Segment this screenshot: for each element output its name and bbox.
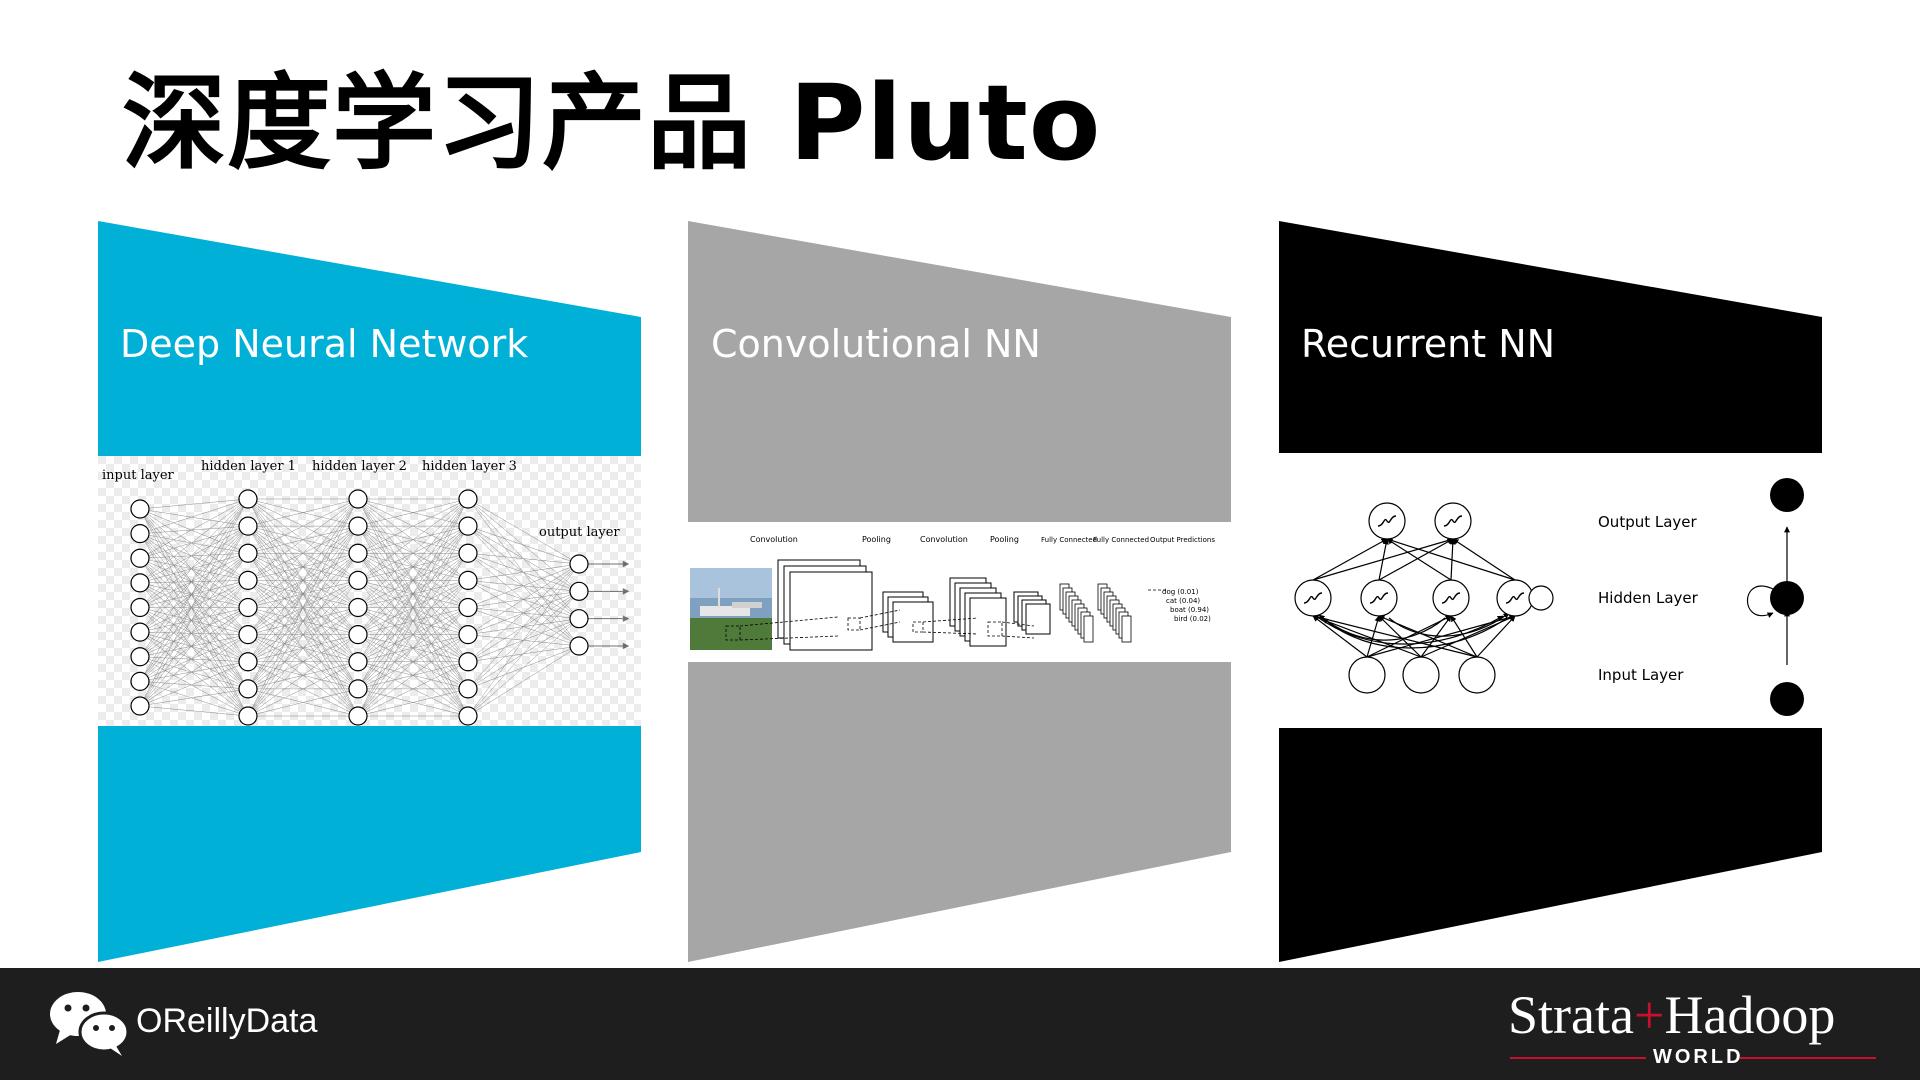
dnn-panel-title: Deep Neural Network [120,322,529,366]
cnn-pred-cat: cat (0.04) [1166,597,1200,605]
cnn-label-conv-1: Convolution [750,535,798,544]
dnn-node [238,652,258,672]
footer-bar: OReillyData Strata+Hadoop WORLD [0,968,1920,1080]
dnn-node [458,597,478,618]
dnn-node [130,573,150,593]
dnn-node [130,597,150,618]
rnn-input-node [1458,656,1496,694]
dnn-node [458,543,478,563]
cnn-label-pool-2: Pooling [990,535,1019,544]
dnn-node [458,489,478,509]
rnn-label-output: Output Layer [1598,513,1698,531]
dnn-node [348,597,368,618]
cnn-label-conv-2: Convolution [920,535,968,544]
cnn-pred-boat: boat (0.94) [1170,606,1209,614]
rnn-label-input: Input Layer [1598,666,1684,684]
rnn-input-node [1348,656,1386,694]
dnn-label-hidden-2: hidden layer 2 [312,459,407,474]
dnn-node [238,706,258,726]
dnn-node [569,554,589,574]
dnn-node [130,696,150,716]
dnn-node [238,489,258,509]
dnn-node [458,679,478,699]
cnn-label-fc-2: Fully Connected [1093,536,1149,544]
strata-hadoop-logo: Strata+Hadoop WORLD [1508,984,1888,1070]
dnn-node [130,548,150,568]
dnn-node [458,516,478,536]
dnn-node [348,516,368,536]
dnn-node [348,652,368,672]
dnn-node [348,625,368,645]
dnn-node [348,489,368,509]
rnn-input-node [1402,656,1440,694]
rnn-diagram: Output Layer Hidden Layer Input Layer [1279,453,1822,728]
dnn-node [238,679,258,699]
dnn-node [569,581,589,601]
dnn-node [348,543,368,563]
dnn-node [130,671,150,691]
cnn-label-fc-1: Fully Connected [1041,536,1097,544]
dnn-node [569,609,589,629]
dnn-node [238,625,258,645]
dnn-node [458,652,478,672]
cnn-label-output: Output Predictions [1150,536,1215,544]
dnn-node [458,706,478,726]
dnn-label-hidden-3: hidden layer 3 [422,459,517,474]
dnn-node [458,570,478,590]
boat-photo [690,568,772,650]
rnn-folded-diagram [1746,478,1804,716]
dnn-node [238,597,258,618]
dnn-node [130,647,150,667]
dnn-node [238,516,258,536]
dnn-diagram: input layer hidden layer 1 hidden layer … [98,456,641,726]
dnn-label-output: output layer [539,525,620,540]
wechat-account-label: OReillyData [136,1002,318,1040]
rnn-panel-title: Recurrent NN [1301,322,1556,366]
dnn-node [238,570,258,590]
dnn-node [348,706,368,726]
rnn-hidden-node [1528,585,1554,611]
logo-strata-text: Strata [1508,985,1634,1045]
dnn-node [130,524,150,544]
cnn-label-pool-1: Pooling [862,535,891,544]
wechat-icon [50,992,130,1056]
logo-hadoop-text: Hadoop [1664,985,1836,1045]
logo-world-text: WORLD [1653,1046,1744,1068]
dnn-node [569,636,589,656]
dnn-node [238,543,258,563]
cnn-panel-title: Convolutional NN [711,322,1041,366]
dnn-label-input: input layer [102,468,175,483]
dnn-node [130,622,150,642]
dnn-node [348,570,368,590]
cnn-diagram: Convolution Pooling Convolution Pooling … [688,522,1231,662]
dnn-node [130,499,150,519]
logo-plus-sign: + [1633,985,1665,1045]
page-title: 深度学习产品 Pluto [122,62,1102,184]
dnn-label-hidden-1: hidden layer 1 [201,459,296,474]
cnn-pred-dog: dog (0.01) [1162,588,1199,596]
cnn-pred-bird: bird (0.02) [1174,615,1211,623]
dnn-node [348,679,368,699]
rnn-label-hidden: Hidden Layer [1598,589,1699,607]
dnn-node [458,625,478,645]
